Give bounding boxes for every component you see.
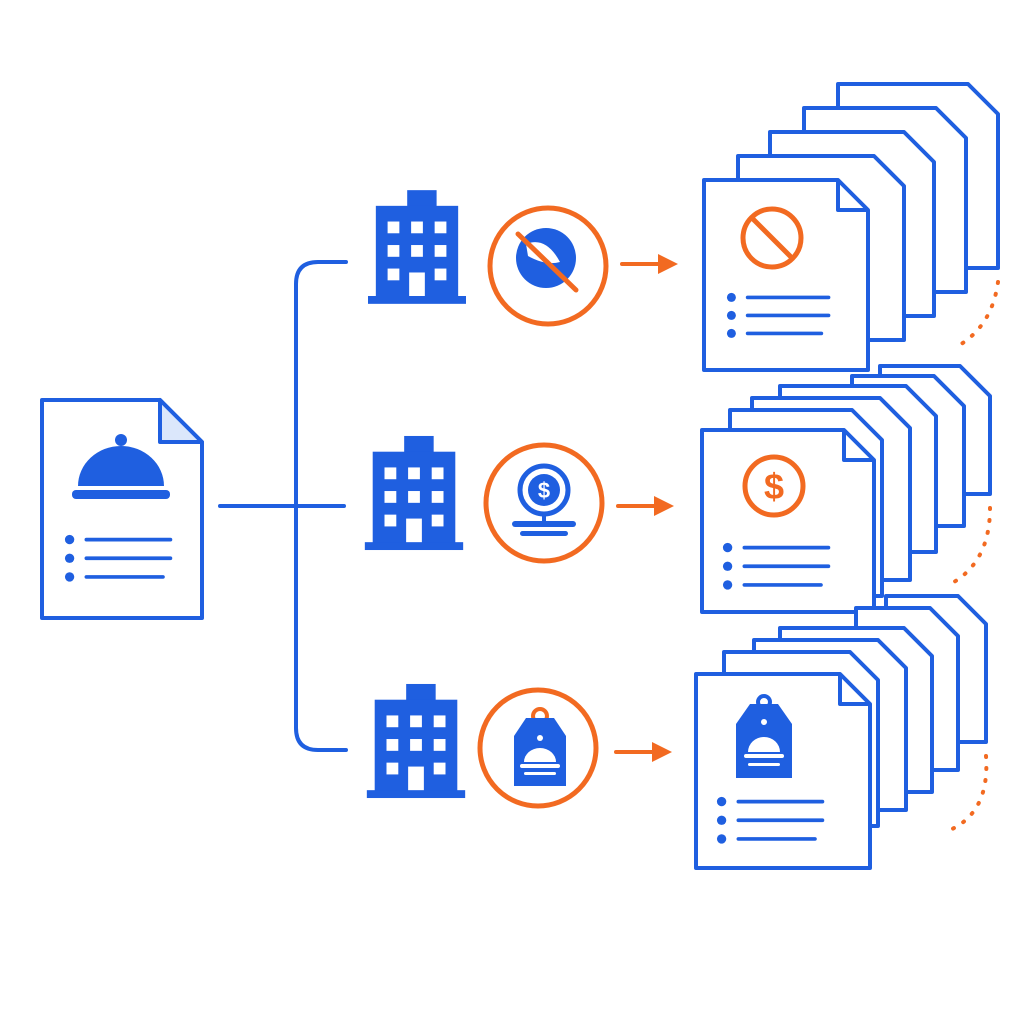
no-food-icon (487, 205, 609, 327)
prohibited-icon (740, 206, 804, 270)
arrow-right-icon (620, 252, 680, 276)
result-document: $ (700, 428, 876, 614)
source-document (40, 398, 204, 620)
svg-text:$: $ (538, 478, 550, 503)
food-price-tag-icon (736, 694, 792, 778)
document-stack-2: $ (700, 364, 992, 614)
svg-text:$: $ (764, 466, 784, 507)
building-icon (368, 190, 466, 304)
branch-2: $ $ (364, 364, 992, 614)
arrow-right-icon (614, 740, 674, 764)
document-stack-3 (694, 594, 988, 870)
dollar-coin-icon: $ (483, 442, 605, 564)
continuation-dots (956, 280, 1000, 348)
branch-1 (368, 82, 1000, 372)
result-document (702, 178, 870, 372)
continuation-dots (952, 506, 992, 584)
arrow-right-icon (616, 494, 676, 518)
cloche-icon (72, 434, 170, 499)
result-document (694, 672, 872, 870)
continuation-dots (948, 754, 989, 832)
branch-connector (218, 260, 348, 752)
food-price-tag-icon (477, 687, 599, 809)
branch-3 (366, 594, 989, 870)
building-icon (364, 435, 464, 551)
building-icon (366, 683, 466, 799)
dollar-icon: $ (742, 454, 806, 518)
document-stack-1 (702, 82, 1000, 372)
